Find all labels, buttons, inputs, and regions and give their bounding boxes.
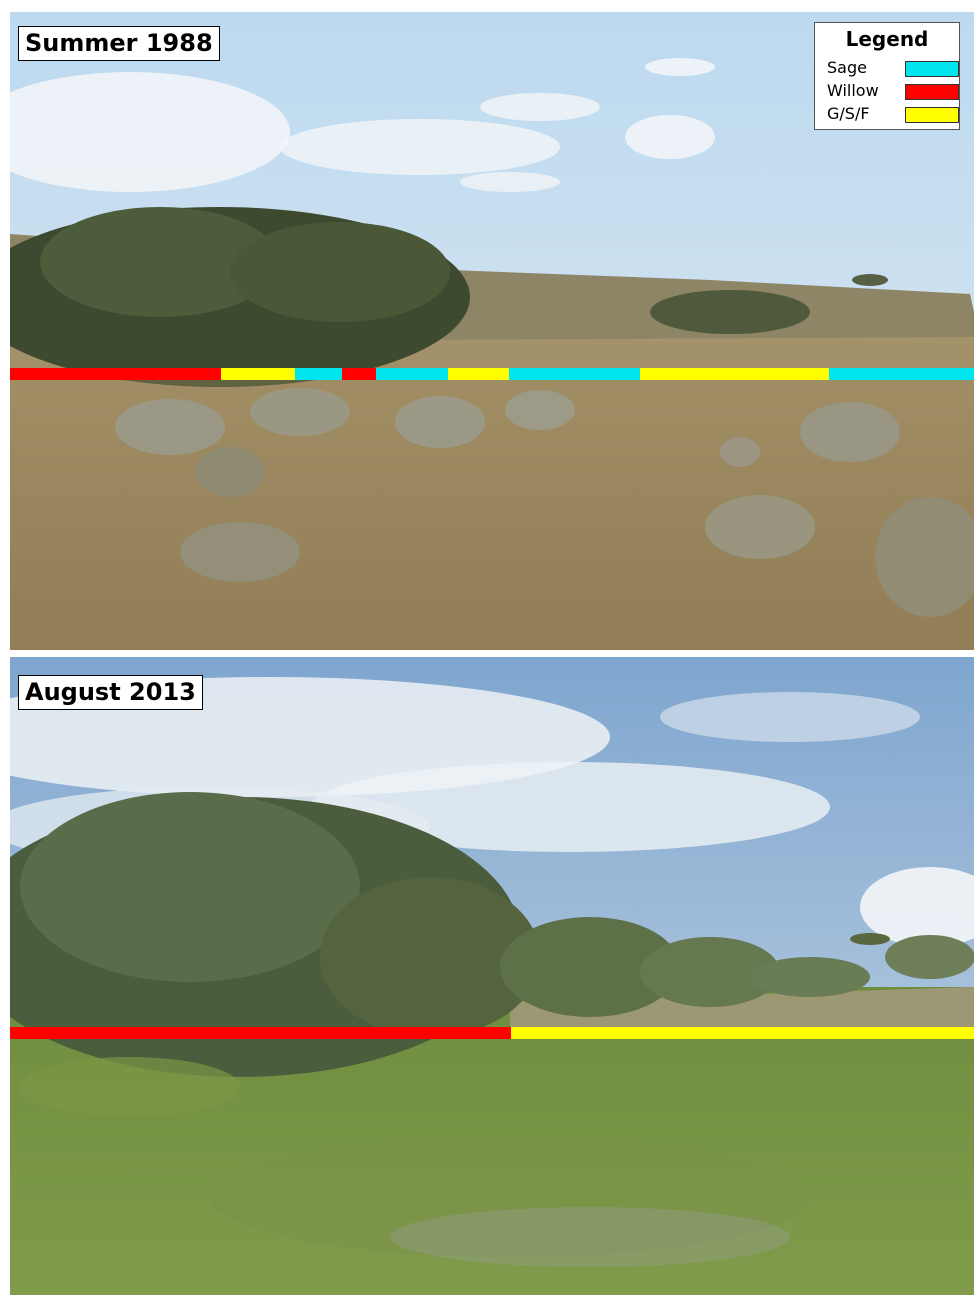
legend-swatch-sage <box>905 61 959 77</box>
legend-label-sage: Sage <box>827 58 867 77</box>
legend-swatch-gsf <box>905 107 959 123</box>
photo-panel-2013: August 2013 <box>10 657 974 1295</box>
transect-segment-willow <box>10 1027 512 1039</box>
legend-item-gsf: G/S/F <box>827 103 959 125</box>
transect-segment-sage <box>509 368 641 380</box>
photo-1988 <box>10 12 974 650</box>
photo-2013 <box>10 657 974 1295</box>
transect-bar-2013 <box>10 1027 974 1039</box>
legend-label-gsf: G/S/F <box>827 104 870 123</box>
legend-title: Legend <box>845 27 929 51</box>
legend-item-willow: Willow <box>827 80 959 102</box>
transect-segment-willow <box>341 368 377 380</box>
panel-title-2013: August 2013 <box>18 675 203 710</box>
transect-segment-sage <box>376 368 448 380</box>
legend-swatch-willow <box>905 84 959 100</box>
transect-bar-1988 <box>10 368 974 380</box>
transect-segment-willow <box>10 368 222 380</box>
transect-segment-sage <box>295 368 342 380</box>
legend-item-sage: Sage <box>827 57 959 79</box>
transect-segment-gsf <box>447 368 510 380</box>
panel-title-1988: Summer 1988 <box>18 26 220 61</box>
transect-segment-gsf <box>221 368 296 380</box>
photo-panel-1988: Summer 1988 Legend Sage Willow G/S/F <box>10 12 974 650</box>
transect-segment-gsf <box>511 1027 974 1039</box>
transect-segment-sage <box>829 368 974 380</box>
legend: Legend Sage Willow G/S/F <box>814 22 960 130</box>
transect-segment-gsf <box>640 368 830 380</box>
legend-label-willow: Willow <box>827 81 879 100</box>
